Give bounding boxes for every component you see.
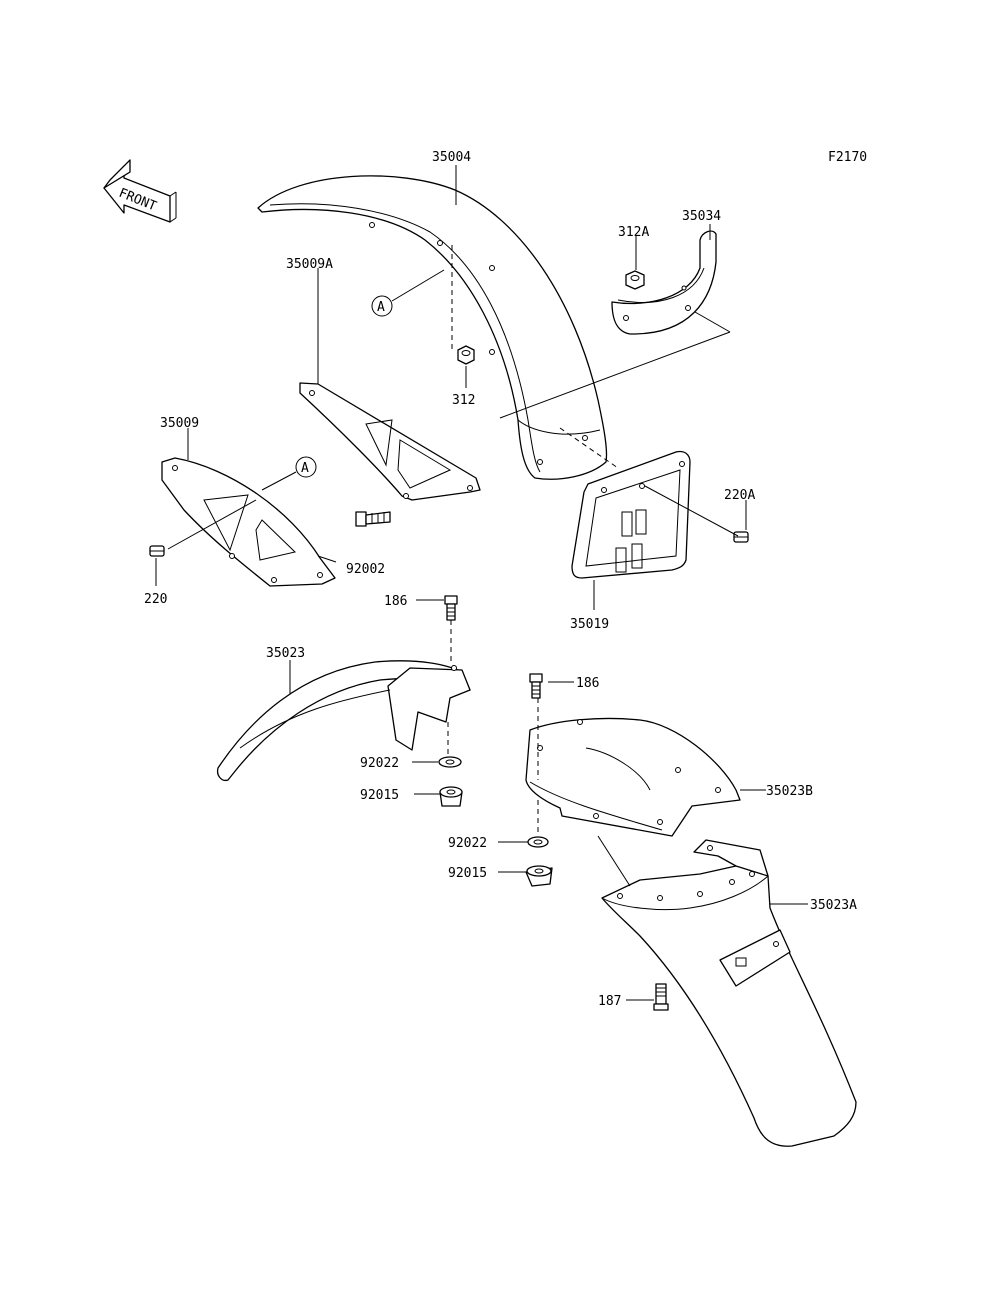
label-220: 220: [144, 592, 167, 607]
rear-fender-35004: [257, 175, 608, 480]
label-187: 187: [598, 994, 621, 1009]
label-35009A: 35009A: [286, 257, 333, 272]
grommet-92015-right-icon: [525, 865, 553, 887]
label-92022-right: 92022: [448, 836, 487, 851]
label-35004: 35004: [432, 150, 471, 165]
reference-marker-a-top-label: A: [377, 300, 385, 315]
label-35019: 35019: [570, 617, 609, 632]
label-92015-left: 92015: [360, 788, 399, 803]
label-35023B: 35023B: [766, 784, 813, 799]
label-35023A: 35023A: [810, 898, 857, 913]
bolt-186-left-icon: [444, 595, 458, 621]
bolt-220-icon: [149, 545, 165, 557]
nut-312-icon: [457, 345, 475, 365]
plate-35019: [571, 450, 691, 579]
bolt-92002-icon: [355, 511, 391, 527]
bolt-187-icon: [653, 983, 669, 1011]
bracket-35034: [611, 230, 717, 335]
front-fender-rear-35023A: [601, 839, 857, 1147]
washer-92022-right-icon: [527, 836, 549, 848]
label-312A: 312A: [618, 225, 649, 240]
label-92015-right: 92015: [448, 866, 487, 881]
front-arrow-icon: FRONT: [103, 159, 177, 223]
label-186-left: 186: [384, 594, 407, 609]
stay-35009A: [299, 382, 481, 501]
front-fender-piece-35023B: [525, 717, 741, 837]
label-35034: 35034: [682, 209, 721, 224]
grommet-92015-left-icon: [439, 786, 463, 807]
reference-marker-a-top: A: [371, 295, 393, 317]
nut-312A-icon: [625, 270, 645, 290]
reference-marker-a-left-label: A: [301, 461, 309, 476]
label-220A: 220A: [724, 488, 755, 503]
washer-92022-left-icon: [438, 756, 462, 768]
front-fender-35023: [216, 660, 471, 782]
bolt-186-right-icon: [529, 673, 543, 699]
reference-marker-a-left: A: [295, 456, 317, 478]
bolt-220A-icon: [733, 531, 749, 543]
figure-code: F2170: [828, 150, 867, 165]
label-92002: 92002: [346, 562, 385, 577]
label-35009: 35009: [160, 416, 199, 431]
label-35023: 35023: [266, 646, 305, 661]
label-186-right: 186: [576, 676, 599, 691]
label-92022-left: 92022: [360, 756, 399, 771]
stay-35009: [161, 457, 336, 587]
label-312: 312: [452, 393, 475, 408]
